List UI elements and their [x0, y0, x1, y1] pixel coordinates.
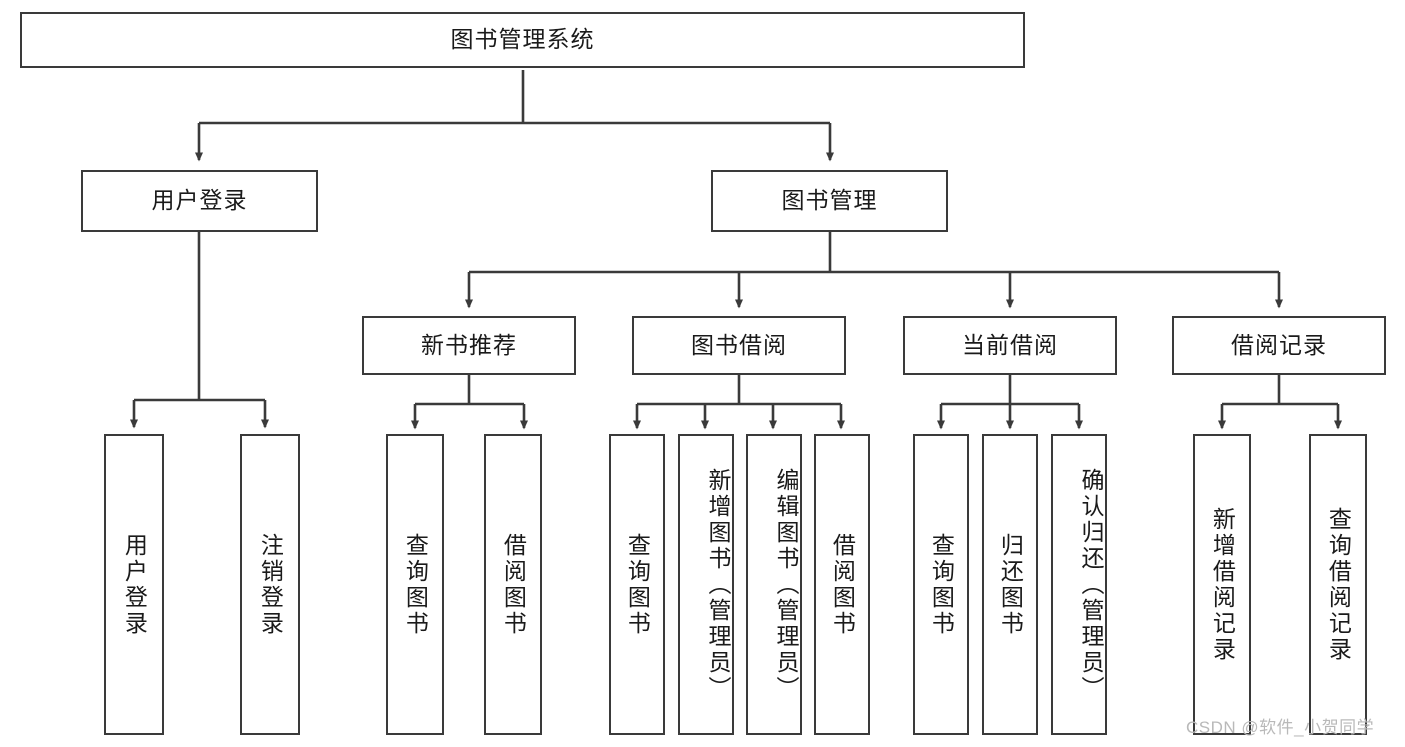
leaf-record-add[interactable]: 新增借阅记录 [1193, 434, 1251, 735]
node-new-book-recommend[interactable]: 新书推荐 [362, 316, 576, 375]
node-book-borrow[interactable]: 图书借阅 [632, 316, 846, 375]
leaf-borrow-edit-book[interactable]: 编辑图书（管理员） [746, 434, 802, 735]
leaf-current-return-book[interactable]: 归还图书 [982, 434, 1038, 735]
leaf-new-book-query[interactable]: 查询图书 [386, 434, 444, 735]
leaf-current-confirm-return[interactable]: 确认归还（管理员） [1051, 434, 1107, 735]
leaf-borrow-query-book[interactable]: 查询图书 [609, 434, 665, 735]
node-book-management[interactable]: 图书管理 [711, 170, 948, 232]
leaf-new-book-borrow[interactable]: 借阅图书 [484, 434, 542, 735]
node-root[interactable]: 图书管理系统 [20, 12, 1025, 68]
leaf-user-login-login[interactable]: 用户登录 [104, 434, 164, 735]
leaf-current-query-book[interactable]: 查询图书 [913, 434, 969, 735]
leaf-record-query[interactable]: 查询借阅记录 [1309, 434, 1367, 735]
leaf-borrow-borrow-book[interactable]: 借阅图书 [814, 434, 870, 735]
leaf-borrow-add-book[interactable]: 新增图书（管理员） [678, 434, 734, 735]
node-current-borrow[interactable]: 当前借阅 [903, 316, 1117, 375]
csdn-watermark: CSDN @软件_小贺同学 [1186, 718, 1375, 737]
leaf-user-login-logout[interactable]: 注销登录 [240, 434, 300, 735]
node-borrow-record[interactable]: 借阅记录 [1172, 316, 1386, 375]
node-user-login[interactable]: 用户登录 [81, 170, 318, 232]
